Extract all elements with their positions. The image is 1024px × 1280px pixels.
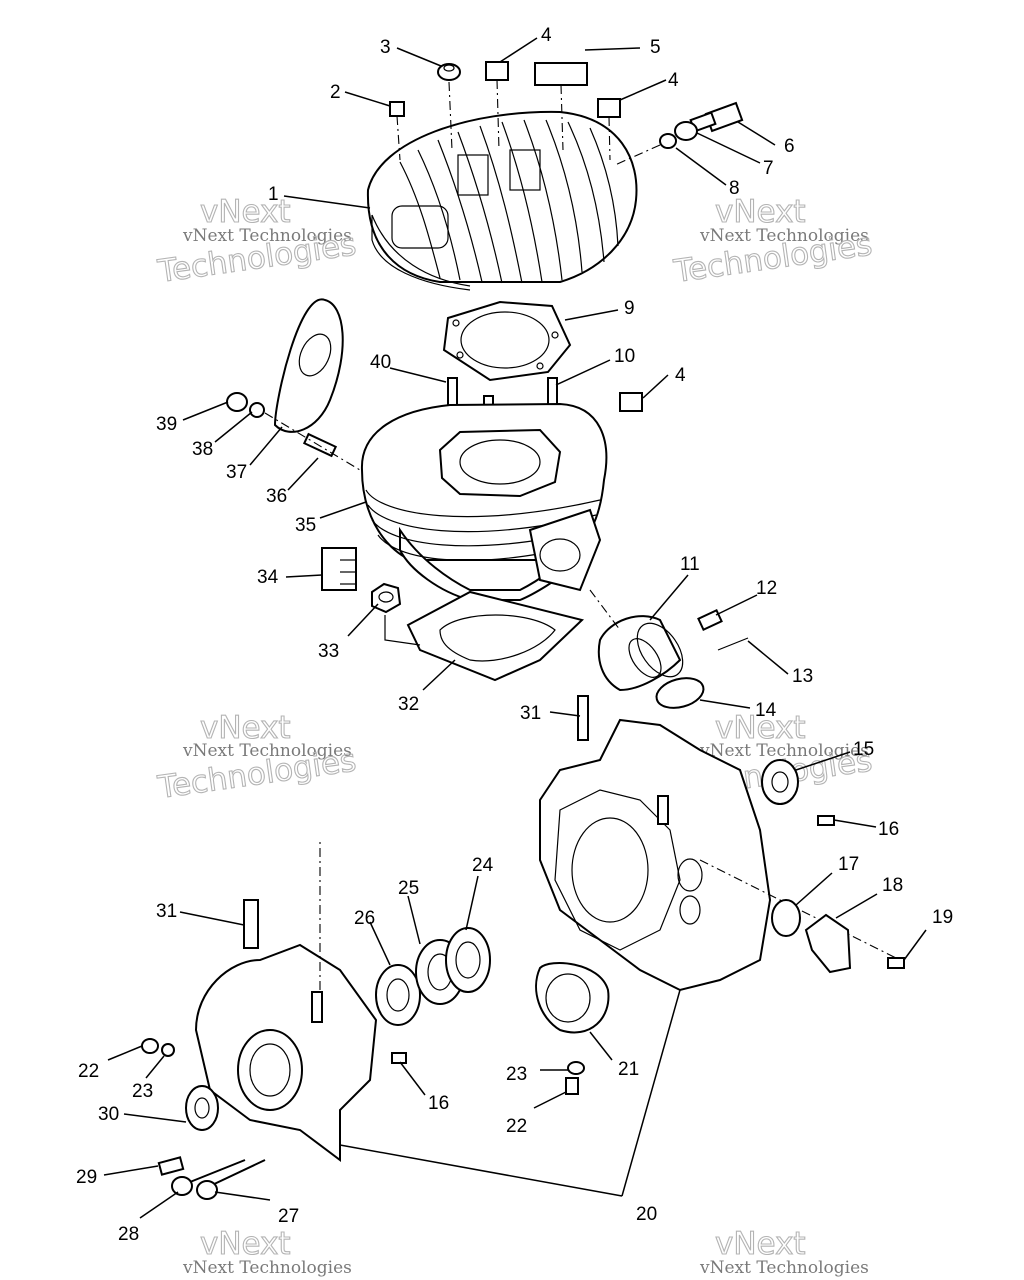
callout-18: 18 [882,875,903,896]
nut-2 [389,101,405,117]
callout-26: 26 [354,908,375,929]
callout-19: 19 [932,907,953,928]
svg-text:vNext Technologies: vNext Technologies [182,226,352,246]
nut-3 [437,63,461,81]
screw-22-right [565,1077,579,1095]
svg-text:vNext Technologies: vNext Technologies [699,1258,869,1278]
svg-text:vNext: vNext [715,1226,806,1262]
head-gasket [442,300,572,382]
exhaust-flange [226,298,361,471]
base-gasket [384,590,585,682]
callout-15: 15 [853,739,874,760]
cylinder-head [366,110,638,291]
callout-36: 36 [266,486,287,507]
callout-7: 7 [763,158,774,179]
callout-4: 4 [541,25,552,46]
callout-33: 33 [318,641,339,662]
callout-27: 27 [278,1206,299,1227]
washer-23-right [567,1061,585,1075]
callout-3: 3 [380,37,391,58]
case-bolts [157,1156,266,1200]
svg-text:vNext: vNext [200,710,291,746]
watermark-bottom-right: vNext vNext Technologies [699,1225,869,1278]
block-4-top [485,61,509,81]
callout-34: 34 [257,567,279,588]
svg-text:vNext Technologies: vNext Technologies [699,226,869,246]
callout-14: 14 [755,700,777,721]
callout-2: 2 [330,82,341,103]
svg-text:vNext: vNext [715,194,806,230]
watermark-top-right: vNext vNext Technologies Technologies [671,193,875,290]
nut-33 [371,582,402,614]
callout-4: 4 [668,70,679,91]
callout-8: 8 [729,178,740,199]
callout-17: 17 [838,854,859,875]
callout-31: 31 [520,703,541,724]
callout-13: 13 [792,666,813,687]
callout-23: 23 [132,1081,153,1102]
callout-40: 40 [370,352,391,373]
cylinder [360,402,608,601]
watermark-bottom-left: vNext vNext Technologies [182,1225,352,1278]
callout-28: 28 [118,1224,139,1245]
callout-9: 9 [624,298,635,319]
callout-23: 23 [506,1064,527,1085]
watermark-mid-left: vNext vNext Technologies Technologies [155,709,359,806]
callout-11: 11 [680,554,700,575]
callout-24: 24 [472,855,494,876]
callout-10: 10 [614,346,635,367]
spark-plug [614,101,744,166]
svg-text:vNext Technologies: vNext Technologies [182,741,352,761]
callout-1: 1 [268,184,279,205]
callout-38: 38 [192,439,213,460]
callout-16: 16 [428,1093,449,1114]
callout-22: 22 [78,1061,99,1082]
svg-text:vNext Technologies: vNext Technologies [699,741,869,761]
main-bearings [375,927,491,1026]
head-fasteners [389,61,621,161]
callout-30: 30 [98,1104,119,1125]
callout-37: 37 [226,462,247,483]
callout-20: 20 [636,1204,657,1225]
callout-labels: 1 2 3 4 5 4 6 7 8 9 10 40 4 39 38 37 36 … [76,25,953,1245]
callout-31: 31 [156,901,177,922]
svg-text:vNext: vNext [715,710,806,746]
block-4-cylinder [619,392,643,412]
watermark-top-left: vNext vNext Technologies Technologies [155,193,359,290]
callout-22: 22 [506,1116,527,1137]
svg-text:vNext Technologies: vNext Technologies [182,1258,352,1278]
callout-39: 39 [156,414,177,435]
block-4-right [597,98,621,118]
callout-21: 21 [618,1059,639,1080]
svg-text:vNext: vNext [200,1226,291,1262]
callout-32: 32 [398,694,419,715]
callout-5: 5 [650,37,661,58]
intake-boot [589,589,749,709]
callout-29: 29 [76,1167,97,1188]
leader-lines [103,37,927,1219]
gasket-21 [535,962,610,1034]
callout-6: 6 [784,136,795,157]
port-block [321,547,357,591]
crankcase-left [141,840,407,1162]
callout-16: 16 [878,819,899,840]
callout-35: 35 [295,515,316,536]
svg-text:vNext: vNext [200,194,291,230]
callout-12: 12 [756,578,777,599]
manifold-block-5 [534,62,588,86]
callout-25: 25 [398,878,419,899]
crankcase-right [539,695,905,992]
callout-4: 4 [675,365,686,386]
